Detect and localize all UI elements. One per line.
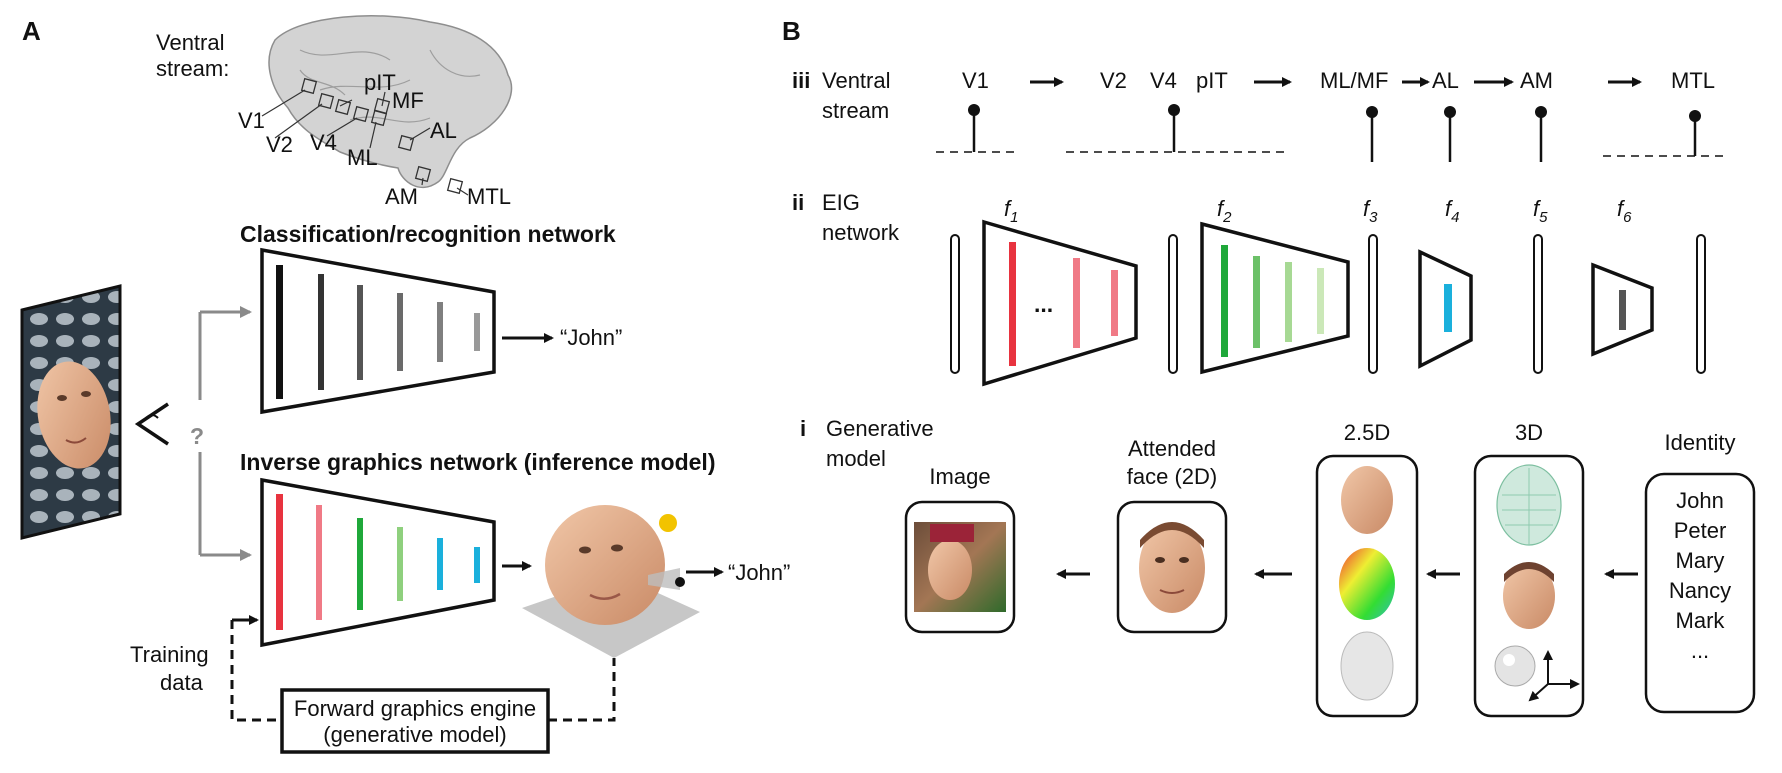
training-data-label-line1: Training	[130, 642, 209, 667]
eig-layer-f4: f4	[1445, 196, 1459, 226]
eig-layer-f2: f2	[1217, 196, 1232, 226]
forward-graphics-engine-box	[280, 688, 550, 754]
row-iii-label-line2: stream	[822, 98, 889, 123]
panel-a-letter: A	[22, 16, 41, 46]
eig-layer-separators	[950, 234, 1706, 374]
label-2-5d: 2.5D	[1344, 420, 1390, 445]
depth-map-images	[1339, 466, 1395, 701]
eig-layer-f6: f6	[1617, 196, 1632, 226]
input-face-image	[20, 284, 122, 540]
brain-area-leader-lines	[261, 89, 469, 196]
brain-label-mf: MF	[392, 88, 424, 113]
forward-graphics-engine-label-line1: Forward graphics engine	[294, 696, 536, 721]
brain-label-al: AL	[430, 118, 457, 143]
eig-layer-f5: f5	[1533, 196, 1548, 226]
ventral-stream-label-line2: stream:	[156, 56, 229, 81]
eig-layer-f1: f1	[1004, 196, 1018, 226]
brain-label-v1: V1	[238, 108, 265, 133]
rendered-3d-face	[522, 505, 700, 658]
inverse-network-title: Inverse graphics network (inference mode…	[240, 449, 715, 475]
eig-layer-f3: f3	[1363, 196, 1378, 226]
row-i-label-line1: Generative	[826, 416, 934, 441]
ventral-area-v2: V2	[1100, 68, 1127, 93]
image-photo	[914, 522, 1006, 612]
forward-graphics-engine-label-line2: (generative model)	[323, 722, 506, 747]
brain-label-pit: pIT	[364, 70, 396, 95]
brain-label-v4: V4	[310, 130, 337, 155]
brain-illustration	[268, 15, 513, 189]
attended-face-image	[1139, 522, 1205, 613]
ventral-area-v1: V1	[962, 68, 989, 93]
row-ii-label-line2: network	[822, 220, 900, 245]
inverse-network-layers	[276, 494, 480, 630]
eye-icon	[134, 402, 169, 446]
ventral-area-mtl: MTL	[1671, 68, 1715, 93]
row-iii-numeral: iii	[792, 68, 810, 93]
training-data-label-line2: data	[160, 670, 204, 695]
ventral-area-am: AM	[1520, 68, 1553, 93]
question-mark: ?	[190, 423, 204, 449]
brain-area-markers	[300, 77, 464, 195]
eig-block-f4	[1418, 249, 1473, 369]
inverse-output-label: “John”	[728, 560, 790, 585]
identity-item: Mark	[1676, 608, 1726, 633]
brain-label-ml: ML	[347, 145, 378, 170]
attended-label-line1: Attended	[1128, 436, 1216, 461]
identity-list: John Peter Mary Nancy Mark ...	[1669, 488, 1731, 663]
image-label: Image	[929, 464, 990, 489]
identity-label: Identity	[1665, 430, 1736, 455]
training-loop	[230, 615, 616, 722]
ventral-area-al: AL	[1432, 68, 1459, 93]
eig-block-f6	[1591, 262, 1654, 357]
brain-label-mtl: MTL	[467, 184, 511, 209]
ventral-area-pit: pIT	[1196, 68, 1228, 93]
brain-label-am: AM	[385, 184, 418, 209]
label-3d: 3D	[1515, 420, 1543, 445]
attended-label-line2: face (2D)	[1127, 464, 1217, 489]
eig-ellipsis: ...	[1034, 291, 1053, 317]
classification-output-label: “John”	[560, 325, 622, 350]
3d-model-images	[1494, 464, 1562, 687]
row-ii-numeral: ii	[792, 190, 804, 215]
eig-block-f2	[1200, 221, 1350, 375]
row-i-label-line2: model	[826, 446, 886, 471]
axes-icon	[1528, 650, 1580, 702]
identity-item: Nancy	[1669, 578, 1731, 603]
identity-box	[1644, 472, 1756, 714]
ventral-area-ml-mf: ML/MF	[1320, 68, 1388, 93]
inverse-network-trapezoid	[260, 477, 496, 648]
identity-item: Mary	[1676, 548, 1725, 573]
identity-item: Peter	[1674, 518, 1727, 543]
classification-network-title: Classification/recognition network	[240, 221, 616, 247]
identity-item: John	[1676, 488, 1724, 513]
light-source-icon	[659, 514, 677, 532]
row-i-numeral: i	[800, 416, 806, 441]
panel-b-letter: B	[782, 16, 801, 46]
ventral-stream-probes	[936, 104, 1727, 162]
ventral-stream-label-line1: Ventral	[156, 30, 225, 55]
row-ii-label-line1: EIG	[822, 190, 860, 215]
branch-arrows	[198, 306, 252, 561]
eig-layer-labels: f1 f2 f3 f4 f5 f6	[1004, 196, 1632, 226]
brain-label-v2: V2	[266, 132, 293, 157]
eig-block-f1	[982, 219, 1138, 387]
classification-network-layers	[276, 265, 480, 399]
identity-item: ...	[1691, 638, 1709, 663]
classification-network-trapezoid	[260, 247, 496, 415]
row-iii-label-line1: Ventral	[822, 68, 891, 93]
ventral-area-v4: V4	[1150, 68, 1177, 93]
